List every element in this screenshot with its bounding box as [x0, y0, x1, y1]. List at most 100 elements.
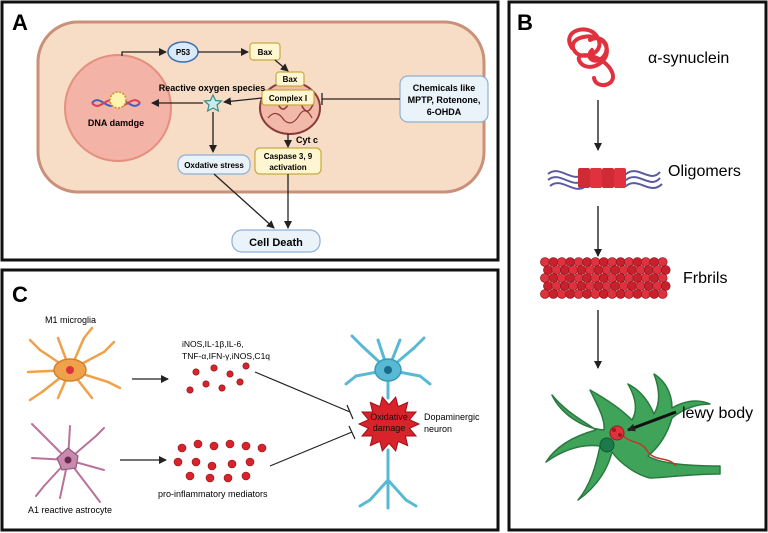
fibril-bead: [565, 257, 576, 267]
chemicals-line-2: MPTP, Rotenone,: [408, 95, 481, 105]
fibril-bead: [573, 257, 584, 267]
fibril-bead: [598, 273, 609, 283]
fibril-bead: [657, 273, 668, 283]
caspase-line-1: Caspase 3, 9: [264, 152, 313, 161]
fibril-bead: [640, 273, 651, 283]
oxidative-damage-line-1: Oxidative: [370, 412, 408, 422]
oxstress-label: Oxdative stress: [184, 161, 244, 170]
fibril-bead: [627, 265, 637, 275]
mediator-dot: [209, 441, 219, 451]
cell-death-label: Cell Death: [249, 237, 303, 249]
mediator-dot: [205, 473, 215, 483]
fibril-bead: [585, 265, 595, 275]
proinflammatory-label: pro-inflammatory mediators: [158, 489, 268, 499]
mediator-dot: [236, 378, 244, 386]
fibril-bead: [582, 273, 592, 283]
fibril-bead: [585, 281, 595, 291]
bax-top-box: [249, 42, 281, 61]
fibril-bead: [568, 265, 579, 275]
fibril-bead: [618, 265, 629, 275]
fibril-bead: [559, 265, 570, 275]
fibril-bead: [598, 289, 609, 299]
mediators-dots-bottom: [173, 439, 267, 483]
neuron-label-line-1: Dopaminergic: [424, 412, 480, 422]
lewy-pointer-arrow: [627, 410, 677, 432]
mediator-dot: [245, 457, 255, 467]
a1-label: A1 reactive astrocyte: [28, 505, 112, 515]
mediator-dot: [192, 368, 200, 376]
astrocyte-icon: [31, 423, 105, 503]
fibril-bead: [601, 265, 612, 275]
fibril-bead: [657, 257, 668, 267]
microglia-icon: [26, 326, 122, 402]
fibril-bead: [593, 265, 604, 275]
fibril-bead: [543, 281, 553, 291]
panel-a-arrows: [121, 48, 400, 229]
mediator-dot: [241, 441, 251, 451]
fibril-bead: [660, 281, 671, 291]
fibril-bead: [635, 265, 646, 275]
fibril-bead: [548, 289, 559, 299]
ros-label: Reactive oxygen species: [159, 83, 266, 93]
chemicals-line-1: Chemicals like: [413, 83, 476, 93]
fibril-bead: [551, 265, 562, 275]
oligomers-icon: [547, 168, 663, 190]
fibril-bead: [618, 281, 629, 291]
oxidative-damage-burst: [357, 396, 421, 452]
fibril-bead: [615, 289, 626, 299]
fibril-bead: [556, 289, 567, 299]
mediator-dot: [242, 362, 250, 370]
fibril-bead: [573, 289, 584, 299]
mediator-dot: [193, 439, 203, 449]
fibril-bead: [540, 273, 550, 283]
fibril-bead: [573, 273, 584, 283]
panel-c: C M1 microglia iNOS,IL-1β,IL-6, TNF-α,IF…: [0, 268, 500, 532]
fibril-bead: [593, 281, 604, 291]
fibril-bead: [615, 273, 626, 283]
dna-damage-label: DNA damdge: [88, 118, 144, 128]
mediator-dot: [218, 384, 226, 392]
mediator-dot: [173, 457, 183, 467]
panel-a: A DNA damdge P53 Bax Bax Complex I: [0, 0, 500, 262]
fibril-bead: [565, 273, 576, 283]
fibril-bead: [643, 281, 654, 291]
fibril-bead: [624, 273, 634, 283]
fibril-bead: [548, 257, 559, 267]
green-neuron-icon: [545, 373, 721, 501]
fibril-bead: [548, 273, 559, 283]
mediator-dot: [223, 473, 233, 483]
neuron-label-line-2: neuron: [424, 424, 452, 434]
mediator-dot: [191, 457, 201, 467]
mediators-line-2: TNF-α,IFN-γ,iNOS,C1q: [182, 351, 270, 361]
lewy-body-label: lewy body: [682, 405, 753, 422]
fibril-bead: [652, 265, 663, 275]
fibril-bead: [607, 257, 618, 267]
fibril-bead: [652, 281, 663, 291]
damage-burst-icon: [109, 91, 127, 109]
bax-top-label: Bax: [258, 48, 273, 57]
fibril-bead: [624, 257, 634, 267]
fibril-bead: [640, 257, 651, 267]
fibril-bead: [543, 265, 553, 275]
fibrils-label: Frbrils: [683, 270, 727, 287]
mediator-dot: [225, 439, 235, 449]
fibril-bead: [632, 289, 643, 299]
mediator-dot: [257, 443, 267, 453]
mediator-dot: [177, 443, 187, 453]
ros-star-icon: [203, 93, 223, 113]
fibril-bead: [649, 257, 660, 267]
panel-a-letter: A: [12, 10, 28, 35]
fibril-bead: [649, 289, 660, 299]
fibril-bead: [624, 289, 634, 299]
mediator-dot: [241, 471, 251, 481]
mediator-dot: [210, 364, 218, 372]
fibril-bead: [632, 273, 643, 283]
fibril-bead: [607, 273, 618, 283]
fibril-bead: [540, 257, 550, 267]
fibril-bead: [657, 289, 668, 299]
oligomers-label: Oligomers: [668, 163, 741, 180]
bax-mito-label: Bax: [283, 75, 298, 84]
fibril-bead: [590, 289, 601, 299]
mediator-dot: [207, 461, 217, 471]
chemicals-line-3: 6-OHDA: [427, 107, 462, 117]
